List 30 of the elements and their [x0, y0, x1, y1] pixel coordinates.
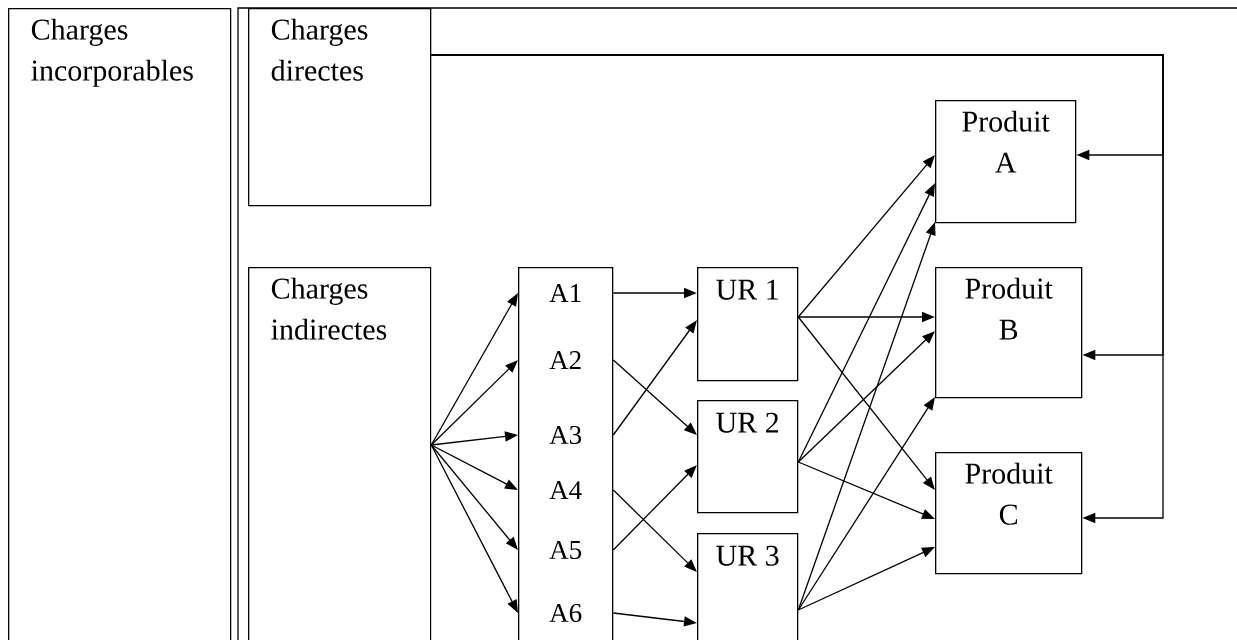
- arrow: [430, 54, 1164, 524]
- arrow: [430, 444, 518, 490]
- category-box: Charges indirectes: [248, 267, 432, 640]
- arrow: [612, 359, 697, 435]
- activity-column-box: [518, 267, 614, 640]
- arrow: [797, 316, 935, 490]
- arrow: [797, 397, 935, 611]
- category-box: Charges directes: [248, 8, 432, 207]
- product-box: Produit B: [935, 267, 1083, 399]
- activity-label: A5: [549, 540, 582, 560]
- arrow: [430, 293, 518, 446]
- activity-label: A4: [549, 481, 582, 499]
- arrow: [612, 489, 697, 572]
- arrow: [797, 331, 935, 463]
- category-box: Charges incorporables: [8, 8, 232, 640]
- unit-box: UR 2: [697, 400, 799, 514]
- unit-box: UR 1: [697, 267, 799, 382]
- activity-label: A2: [549, 351, 581, 369]
- activity-label: A6: [549, 603, 582, 623]
- arrow: [430, 444, 518, 550]
- arrow: [612, 465, 697, 551]
- arrow: [430, 444, 518, 613]
- arrow: [612, 320, 697, 436]
- unit-box: UR 3: [697, 533, 799, 640]
- activity-label: A1: [549, 284, 581, 302]
- product-box: Produit C: [935, 452, 1083, 575]
- activity-label: A3: [549, 425, 582, 445]
- arrow: [430, 360, 518, 446]
- arrow: [797, 155, 935, 318]
- product-box: Produit A: [935, 100, 1077, 224]
